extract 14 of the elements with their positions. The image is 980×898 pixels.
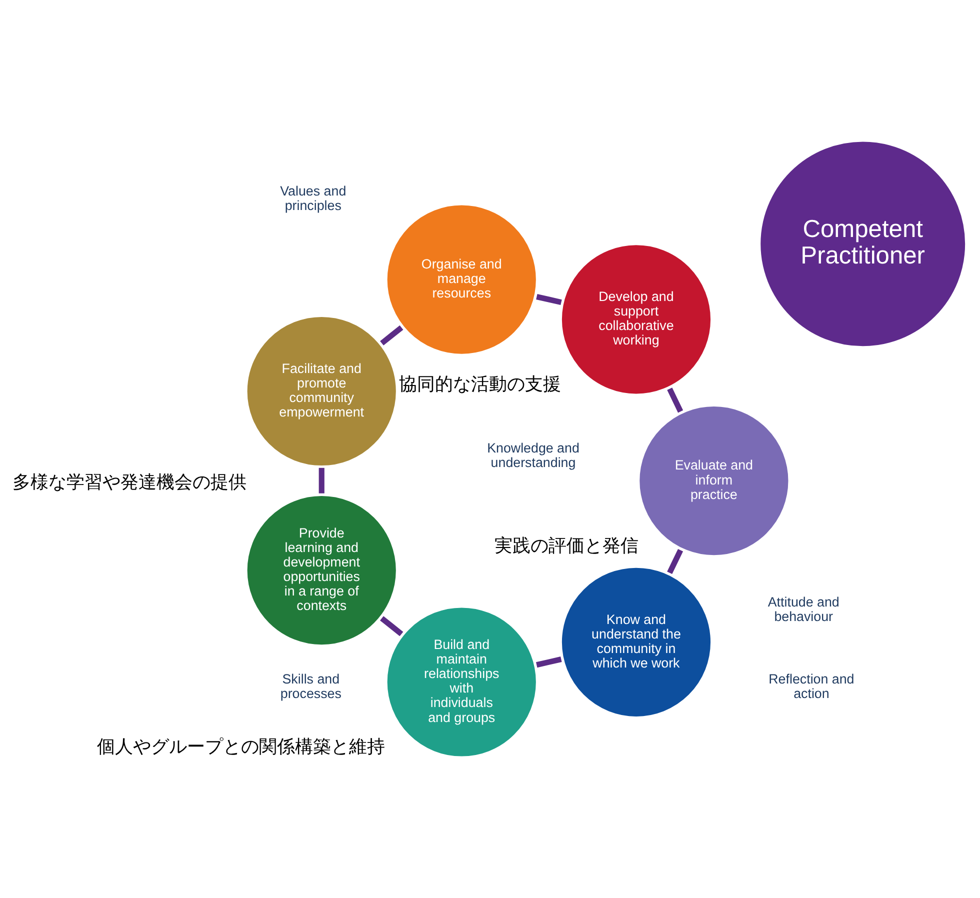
connector [536,656,562,668]
connector [667,548,684,574]
label: Attitude and behaviour [768,594,840,624]
node-label: 個人やグループとの関係構築と維持 [96,736,385,757]
label: Knowledge and understanding [487,440,580,470]
node-label: 多様な学習や発達機会の提供 [12,472,247,492]
connector [667,388,684,413]
label: Reflection and action [768,672,854,702]
label: Skills and processes [280,672,342,702]
connector [318,468,324,494]
connector [380,616,404,636]
connector [380,325,404,346]
label: Values and principles [280,183,346,213]
connector [536,294,562,306]
